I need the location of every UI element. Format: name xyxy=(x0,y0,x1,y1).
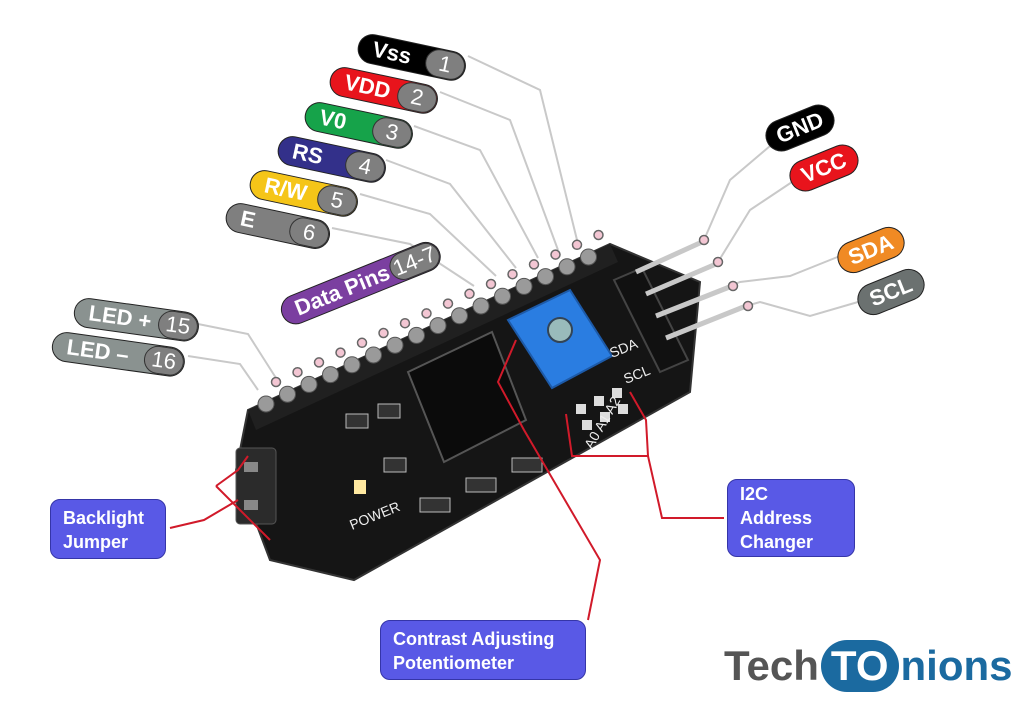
pin-marker xyxy=(442,298,454,309)
pin-marker xyxy=(507,268,518,280)
logo-onions: nions xyxy=(900,642,1013,689)
callout-leader-lines xyxy=(169,339,724,621)
pin-marker xyxy=(399,317,411,329)
header-pin xyxy=(279,385,296,403)
header-pin xyxy=(429,317,447,335)
backlight-jumper xyxy=(235,447,277,525)
pin-marker xyxy=(712,256,724,268)
header-pin xyxy=(343,356,361,374)
header-pin xyxy=(515,277,533,295)
header-pin xyxy=(365,346,382,364)
pin-marker xyxy=(571,239,583,251)
header-pin xyxy=(408,326,425,344)
smd-components xyxy=(345,403,543,513)
header-pin xyxy=(451,307,468,325)
pin-markers xyxy=(270,229,754,388)
header-pin xyxy=(322,366,339,384)
pin-marker xyxy=(698,234,710,246)
power-led xyxy=(354,480,366,494)
pin-marker xyxy=(313,357,325,368)
ic-chip xyxy=(406,330,528,464)
pin-marker xyxy=(528,259,540,270)
header-pin xyxy=(580,248,597,266)
lcd-header-pins xyxy=(257,248,597,413)
pin-marker xyxy=(270,376,282,388)
pin-marker xyxy=(727,280,739,292)
pin-marker xyxy=(378,327,389,339)
logo-tech: Tech xyxy=(724,642,819,689)
i2c-header xyxy=(612,239,747,374)
pin-marker xyxy=(356,337,368,349)
callout-contrast-potentiometer: Contrast Adjusting Potentiometer xyxy=(380,620,586,680)
header-pin xyxy=(300,375,318,393)
pin-marker xyxy=(550,249,561,260)
pin-leader-lines xyxy=(187,55,859,391)
pin-marker xyxy=(464,288,475,300)
header-pin xyxy=(494,287,511,305)
header-pin xyxy=(257,395,275,413)
pin-marker xyxy=(593,229,604,241)
logo-to: TO xyxy=(820,640,899,692)
header-pin xyxy=(472,297,490,315)
header-pin xyxy=(537,268,554,286)
techtonions-logo: Tech TO nions xyxy=(724,640,1013,692)
pin-marker xyxy=(742,300,754,312)
address-pads xyxy=(576,388,628,430)
pin-marker xyxy=(292,366,303,378)
callout-i2c-address-changer: I2C Address Changer xyxy=(727,479,855,557)
pin-marker xyxy=(335,347,346,358)
header-pin xyxy=(386,336,404,354)
pin-marker xyxy=(421,308,432,319)
callout-backlight-jumper: Backlight Jumper xyxy=(50,499,166,559)
potentiometer xyxy=(506,288,614,390)
header-pin xyxy=(558,258,576,276)
pin-marker xyxy=(485,278,497,290)
